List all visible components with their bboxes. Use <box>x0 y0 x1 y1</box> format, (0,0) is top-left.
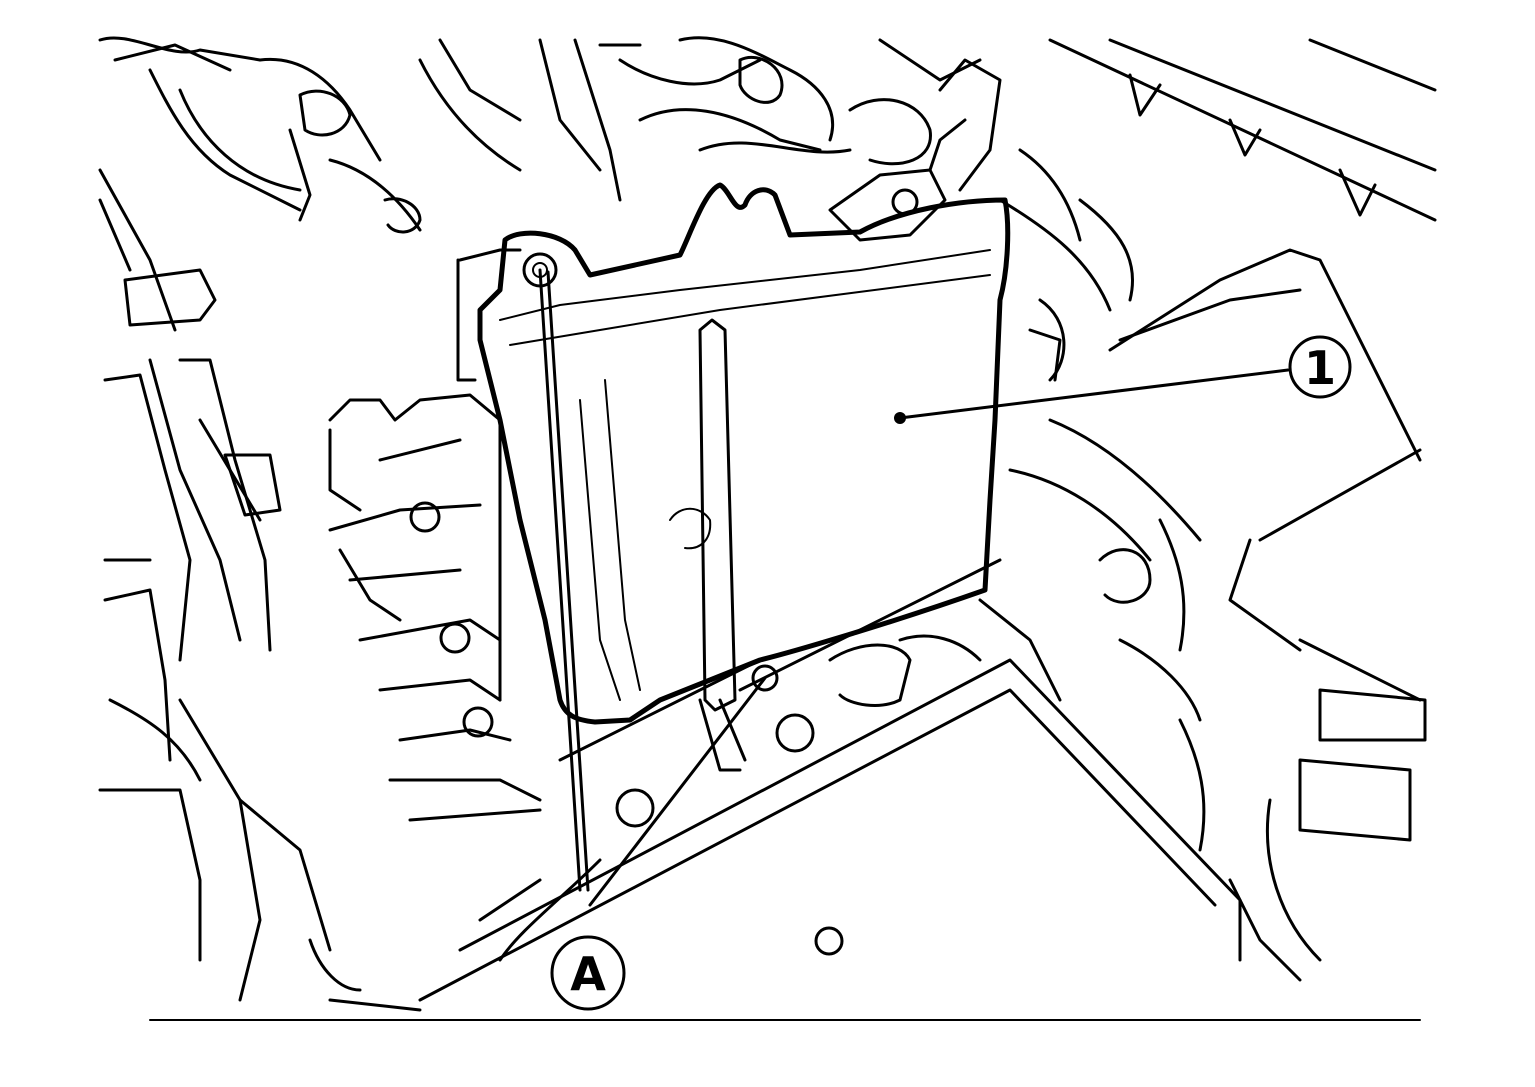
ecm-mounting-bracket <box>828 118 967 242</box>
callout-1: 1 <box>1288 335 1352 399</box>
bolt-bottom <box>751 664 779 692</box>
leader-lines <box>538 268 1290 907</box>
callout-a: A <box>550 935 626 1011</box>
ecm-unit <box>477 182 1011 725</box>
callout-a-label: A <box>570 947 606 1001</box>
engine-bay-background <box>98 36 1437 1021</box>
callout-1-label: 1 <box>1304 341 1336 395</box>
